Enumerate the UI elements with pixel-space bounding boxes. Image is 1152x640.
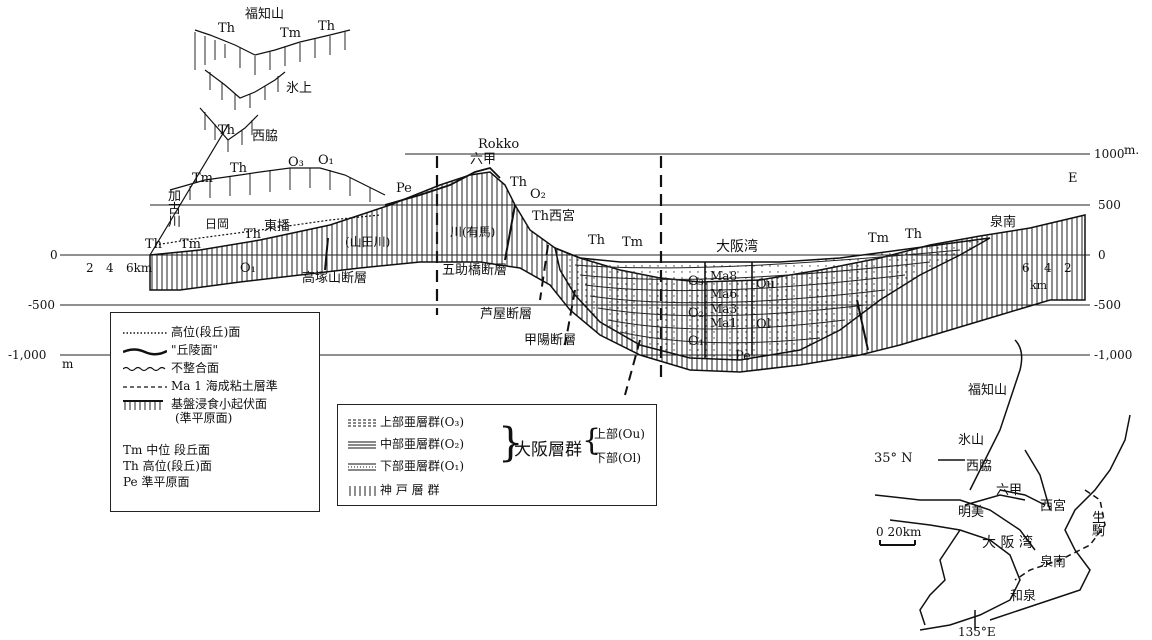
legend-surfaces: 高位(段丘)面 "丘陵面" 不整合面 Ma 1 海成粘土層準 基盤浸食小起伏面 … xyxy=(110,312,320,512)
label-th-left: Th xyxy=(145,238,162,251)
km-right-4: 4 xyxy=(1044,262,1052,274)
dotted-line-icon xyxy=(123,328,167,338)
elev-right-500: 500 xyxy=(1098,199,1121,211)
elev-unit: m. xyxy=(1124,144,1139,156)
km-right-2: 2 xyxy=(1064,262,1072,274)
label-kako-river: 加古川 xyxy=(168,190,182,229)
osaka-group-label: 大阪層群 xyxy=(514,435,582,460)
label-ma8: Ma8 xyxy=(710,270,737,282)
label-o1-left: O₁ xyxy=(240,262,256,275)
elev-left-0: 0 xyxy=(50,249,58,261)
label-o2-well: O₂ xyxy=(688,307,704,320)
rokko-label: Rokko xyxy=(478,138,519,151)
inset-th-3: Th xyxy=(218,124,235,137)
map-lon: 135°E xyxy=(958,626,996,638)
label-nishinomiya: Th西宮 xyxy=(532,210,575,223)
inset-hikami: 氷上 xyxy=(286,82,312,95)
label-o3-kako: O₃ xyxy=(288,156,304,169)
label-ou: Ou xyxy=(756,278,775,291)
label-osaka-bay: 大阪湾 xyxy=(716,240,758,254)
label-tm-right: Tm xyxy=(868,232,889,245)
map-ikoma: 生駒 xyxy=(1092,512,1106,538)
label-hioka: 日岡 xyxy=(205,218,229,230)
km-unit: km xyxy=(1030,280,1047,291)
map-meibi: 明美 xyxy=(958,506,984,519)
label-tobanshu: 東播 xyxy=(264,220,290,233)
elev-right-m500: -500 xyxy=(1094,299,1121,311)
inset-tm-1: Tm xyxy=(280,27,301,40)
label-th-kako: Th xyxy=(230,162,247,175)
map-osaka-bay: 大 阪 湾 xyxy=(982,536,1033,550)
map-nishiwaki: 西脇 xyxy=(966,460,992,473)
label-sennan: 泉南 xyxy=(990,216,1016,229)
map-hikami: 氷山 xyxy=(958,434,984,447)
elev-left-m500: -500 xyxy=(28,299,55,311)
label-o2-rokko: O₂ xyxy=(530,188,546,201)
dotted-strata-icon xyxy=(348,462,376,472)
elev-right-0: 0 xyxy=(1098,249,1106,261)
map-lat: 35° N xyxy=(874,452,913,465)
label-arima: 川(有馬) xyxy=(450,226,495,238)
map-nishinomiya: 西宮 xyxy=(1040,500,1066,513)
km-left-6: 6km xyxy=(126,262,152,274)
label-gosuke: 五助橋断層 xyxy=(442,264,507,277)
dashed-line-icon xyxy=(123,382,167,392)
map-fukuchiyama: 福知山 xyxy=(968,384,1007,397)
label-th-mid: Th xyxy=(244,228,261,241)
km-left-2: 2 xyxy=(86,262,94,274)
inset-th-1: Th xyxy=(218,22,235,35)
label-pe: Pe xyxy=(396,182,412,195)
dashed-strata-icon xyxy=(348,418,376,428)
label-o3-well: O₃ xyxy=(688,275,704,288)
label-th-bay: Th xyxy=(588,234,605,247)
label-tm-kako: Tm xyxy=(192,172,213,185)
label-o1-kako: O₁ xyxy=(318,154,334,167)
rokko-jp-label: 六甲 xyxy=(470,153,496,166)
map-rokko: 六甲 xyxy=(996,484,1022,497)
inset-th-2: Th xyxy=(318,20,335,33)
left-m-unit: m xyxy=(62,358,73,370)
lower-label: 下部(Ol) xyxy=(594,449,641,466)
label-tm-left: Tm xyxy=(180,238,201,251)
east-label: E xyxy=(1068,172,1078,185)
inset-fukuchiyama: 福知山 xyxy=(245,8,284,21)
label-koyo: 甲陽断層 xyxy=(524,334,576,347)
label-ma6: Ma6 xyxy=(710,288,737,300)
label-tm-bay: Tm xyxy=(622,236,643,249)
km-right-6: 6 xyxy=(1022,262,1030,274)
label-ma1: Ma1 xyxy=(710,317,737,329)
elev-right-1000: 1000 xyxy=(1094,148,1125,160)
label-pe-basin: Pe xyxy=(735,350,751,363)
label-th-right: Th xyxy=(905,228,922,241)
label-takatsuka: 高塚山断層 xyxy=(302,272,367,285)
label-ashiya: 芦屋断層 xyxy=(480,308,532,321)
elev-left-m1000: -1,000 xyxy=(8,349,46,361)
kobe-hatch-icon xyxy=(348,486,376,496)
solid-strata-icon xyxy=(348,440,376,450)
map-sennan: 泉南 xyxy=(1040,556,1066,569)
inset-nishiwaki: 西脇 xyxy=(252,130,278,143)
label-ol: Ol xyxy=(756,318,771,331)
label-th-rokko: Th xyxy=(510,176,527,189)
label-yamadagawa: (山田川) xyxy=(345,236,390,248)
map-scale: 0 20km xyxy=(876,526,921,538)
thick-wave-icon xyxy=(123,346,167,356)
legend-subitem: (準平原面) xyxy=(175,409,232,426)
upper-label: 上部(Ou) xyxy=(594,425,645,442)
map-izumi: 和泉 xyxy=(1010,590,1036,603)
legend-osaka-group: 上部亜層群(O₃) 中部亜層群(O₂) 下部亜層群(O₁) 神 戸 層 群 } … xyxy=(337,404,657,506)
label-o1-well: O₁ xyxy=(688,335,704,348)
wavy-line-icon xyxy=(123,364,167,374)
label-ma3: Ma3 xyxy=(710,303,737,315)
hatch-icon xyxy=(123,400,167,410)
km-left-4: 4 xyxy=(106,262,114,274)
